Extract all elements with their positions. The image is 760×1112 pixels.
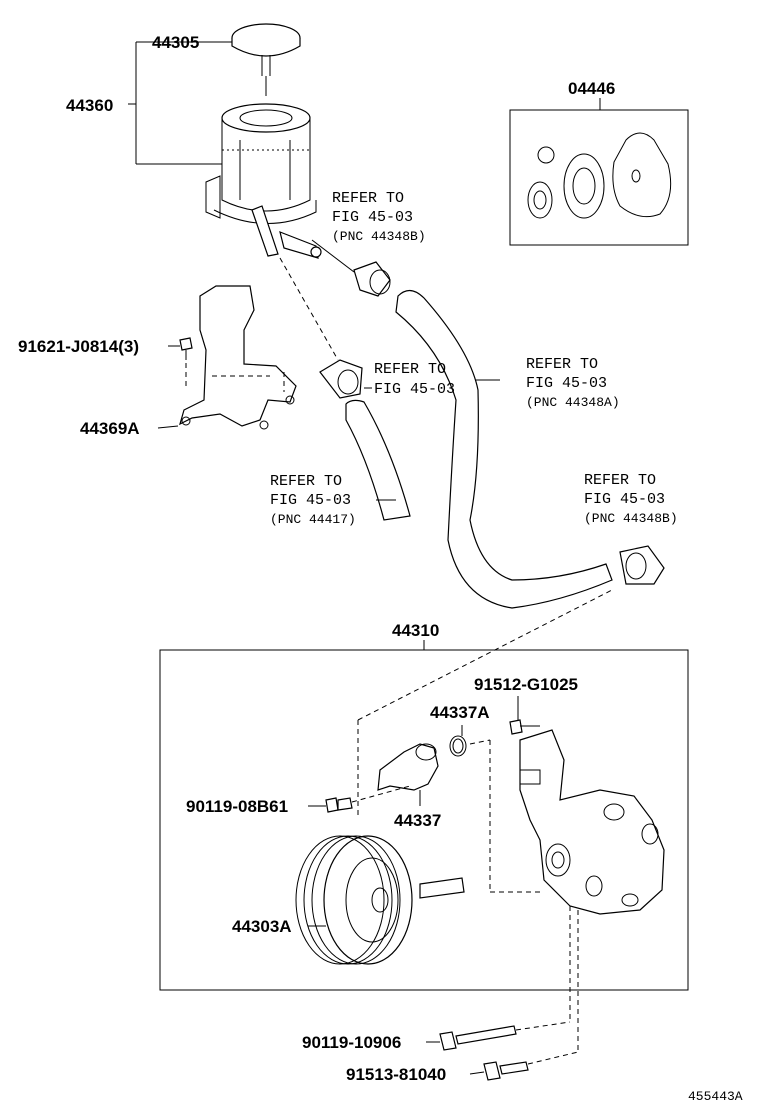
- part-label-04446: 04446: [568, 79, 615, 98]
- refer-note-3-line-2: FIG 45-03: [526, 375, 607, 392]
- bracket-drawing: [179, 285, 297, 430]
- refer-note-3-line-1: REFER TO: [526, 356, 598, 373]
- union-44337-drawing: [377, 743, 439, 806]
- refer-note-1: REFER TO FIG 45-03 (PNC 44348B): [332, 190, 426, 244]
- return-hose-drawing: [395, 289, 613, 609]
- part-label-44305: 44305: [152, 33, 199, 52]
- bolt-91513-drawing: [483, 1061, 529, 1081]
- gasket-kit-drawing: [509, 98, 689, 246]
- bolt-90119b-drawing: [439, 1025, 517, 1051]
- refer-note-4-line-1: REFER TO: [270, 473, 342, 490]
- part-label-44369A: 44369A: [80, 419, 140, 438]
- part-label-44337: 44337: [394, 811, 441, 830]
- reservoir-cap-drawing: [231, 23, 301, 96]
- refer-note-4-line-2: FIG 45-03: [270, 492, 351, 509]
- refer-note-1-line-2: FIG 45-03: [332, 209, 413, 226]
- bolt-90119a-drawing: [325, 797, 353, 813]
- clamp-middle-drawing: [319, 359, 363, 399]
- refer-note-3-line-3: (PNC 44348A): [526, 395, 620, 410]
- refer-note-2-line-2: FIG 45-03: [374, 381, 455, 398]
- part-label-91512: 91512-G1025: [474, 675, 578, 694]
- refer-note-1-line-3: (PNC 44348B): [332, 229, 426, 244]
- part-label-91621: 91621-J0814(3): [18, 337, 139, 356]
- refer-note-4: REFER TO FIG 45-03 (PNC 44417): [270, 473, 356, 527]
- part-label-44310: 44310: [392, 621, 439, 640]
- refer-note-1-line-1: REFER TO: [332, 190, 404, 207]
- part-label-44337A: 44337A: [430, 703, 490, 722]
- refer-note-3: REFER TO FIG 45-03 (PNC 44348A): [526, 356, 620, 410]
- refer-note-5-line-1: REFER TO: [584, 472, 656, 489]
- part-label-44360: 44360: [66, 96, 113, 115]
- clamp-lower-drawing: [619, 545, 665, 585]
- refer-note-5-line-3: (PNC 44348B): [584, 511, 678, 526]
- part-label-90119-10906: 90119-10906: [302, 1033, 401, 1052]
- reservoir-tank-drawing: [205, 103, 322, 259]
- refer-note-5-line-2: FIG 45-03: [584, 491, 665, 508]
- o-ring-44337A-drawing: [449, 735, 467, 757]
- bolt-91512-drawing: [509, 719, 540, 735]
- part-label-90119-08b61: 90119-08B61: [186, 797, 288, 816]
- diagram-id: 455443A: [688, 1089, 743, 1104]
- pump-body-drawing: [519, 729, 665, 915]
- refer-note-5: REFER TO FIG 45-03 (PNC 44348B): [584, 472, 678, 526]
- refer-note-4-line-3: (PNC 44417): [270, 512, 356, 527]
- suction-hose-drawing: [345, 399, 411, 521]
- refer-note-2-line-1: REFER TO: [374, 361, 446, 378]
- pulley-drawing: [295, 835, 465, 965]
- part-label-44303A: 44303A: [232, 917, 292, 936]
- refer-note-2: REFER TO FIG 45-03: [374, 361, 455, 398]
- part-label-91513: 91513-81040: [346, 1065, 446, 1084]
- clamp-upper-drawing: [353, 261, 391, 297]
- bolt-91621-drawing: [179, 337, 193, 360]
